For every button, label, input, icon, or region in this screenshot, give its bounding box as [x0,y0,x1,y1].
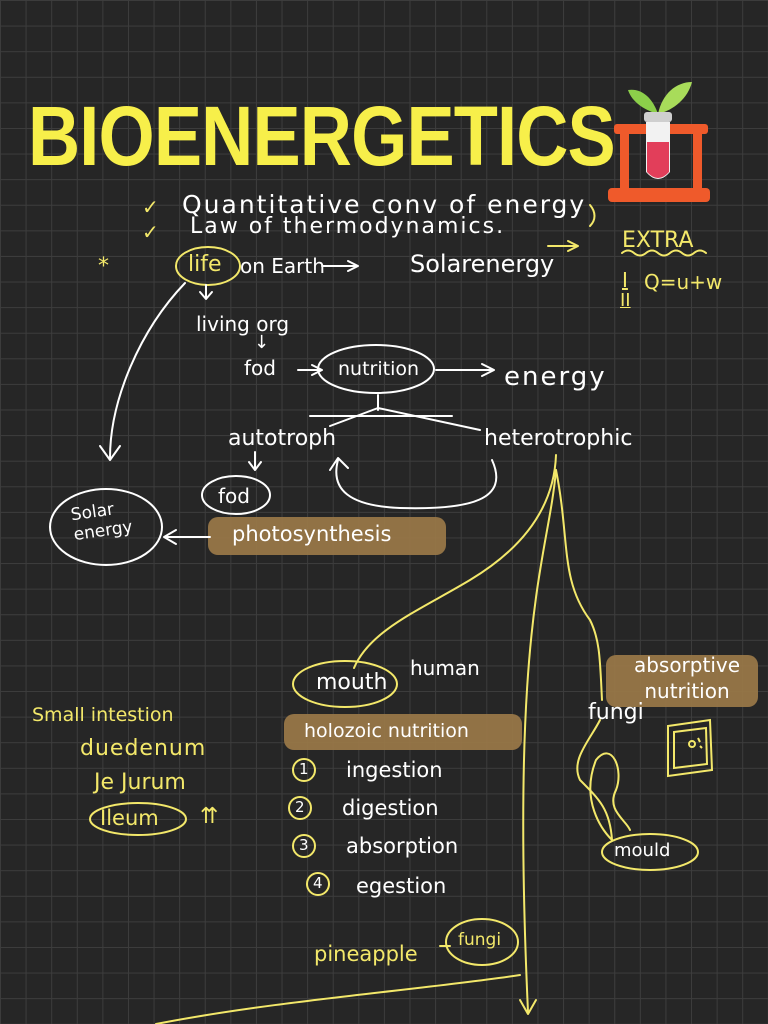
step-num: 1 [299,760,309,778]
photosynthesis-label: photosynthesis [232,522,392,546]
absorptive-label: absorptive nutrition [633,653,741,703]
mould-label: mould [614,840,671,861]
bullet-thermodynamics: Law of thermodynamics. [190,214,506,239]
human-label: human [410,656,480,680]
fungi-circled-label: fungi [458,930,502,950]
photosynthesis-highlight [208,517,446,555]
food-label: fod [244,356,276,380]
step-num: 4 [313,874,323,892]
star-mark: * [98,254,109,279]
small-intestine-label: Small intestion [32,704,174,726]
framed-picture-icon [667,718,714,778]
energy-label: energy [504,362,607,392]
roman-one: I [622,268,628,292]
food-circled-label: fod [218,484,250,508]
holozoic-highlight [284,714,522,750]
extra-label: EXTRA [622,228,694,253]
heterotrophic-label: heterotrophic [484,426,633,451]
on-earth-label: on Earth [240,254,325,278]
living-org-label: living org [196,312,290,336]
step-num: 2 [295,798,305,816]
autotroph-label: autotroph [228,426,337,451]
life-label: life [188,252,222,277]
step-label: absorption [346,834,459,858]
check-mark: ✓ [142,220,159,244]
mouth-label: mouth [316,670,388,695]
duodenum-label: duedenum [80,736,207,761]
roman-two: II [620,290,631,311]
absorptive-highlight [606,655,758,707]
page-title: BIOENERGETICS [28,89,616,183]
step-label: egestion [356,874,447,898]
down-arrow: ↓ [254,332,270,353]
bullet-quantitative: Quantitative conv of energy [182,190,587,219]
solarenergy-label: Solarenergy [410,250,555,278]
step-num: 3 [299,836,309,854]
holozoic-label: holozoic nutrition [304,720,469,742]
test-tube-plant-icon [608,82,710,202]
step-label: ingestion [346,758,443,782]
jejunum-label: Je Jurum [94,770,186,795]
nutrition-label: nutrition [338,358,420,380]
fungi-label: fungi [588,700,644,725]
ileum-label: Ileum [100,806,159,830]
up-arrows: ⇈ [200,804,219,829]
equation: Q=u+w [644,270,723,294]
pineapple-label: pineapple [314,942,418,966]
check-mark: ✓ [142,195,159,219]
step-label: digestion [342,796,439,820]
